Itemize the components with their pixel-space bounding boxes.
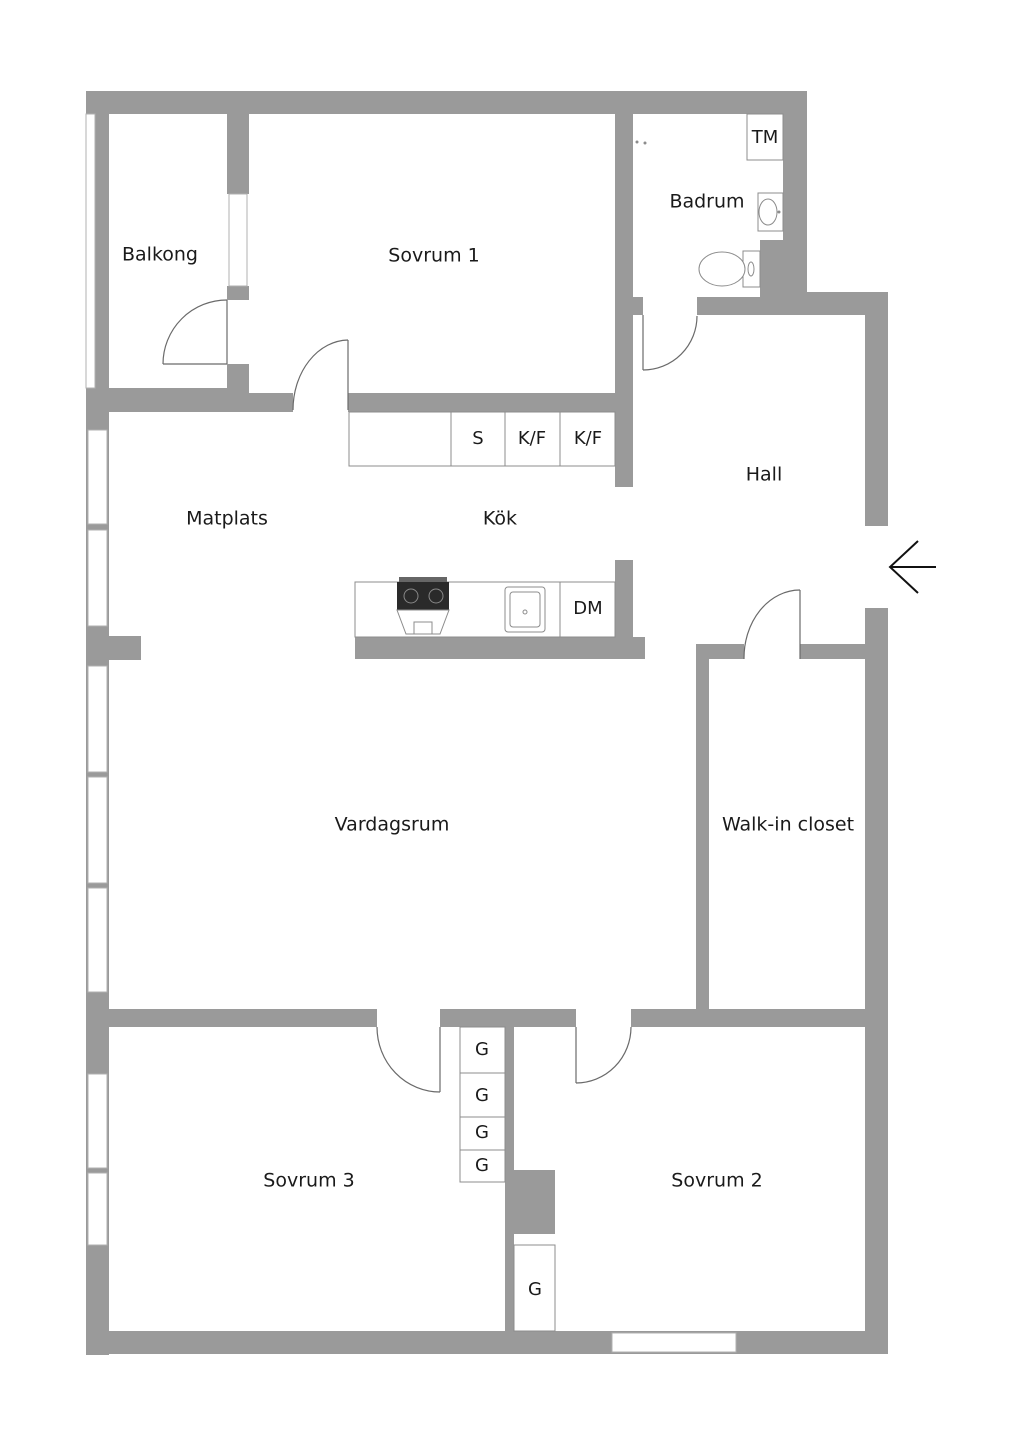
room-label-kok: Kök: [483, 508, 517, 530]
room-label-sovrum1: Sovrum 1: [388, 245, 479, 267]
fixture-kf-1: [504, 411, 561, 467]
fixture-dm-label: DM: [573, 598, 602, 619]
wall-bed-block: [505, 1170, 555, 1234]
door-walkin[interactable]: [743, 589, 801, 660]
window-sovrum1-balkong: [228, 193, 248, 287]
door-sovrum2[interactable]: [575, 1026, 632, 1084]
wall-bath-bottom-b: [697, 297, 807, 315]
kitchen-counter-top: [348, 411, 452, 467]
window-left-3: [87, 665, 108, 773]
room-label-vardagsrum: Vardagsrum: [335, 814, 450, 836]
fixture-tm-label: TM: [751, 127, 779, 148]
room-label-sovrum2: Sovrum 2: [671, 1170, 762, 1192]
wall-hall-top: [783, 292, 888, 315]
toilet-icon: [698, 250, 761, 288]
window-left-4: [87, 776, 108, 884]
walls: [86, 91, 888, 1355]
wall-right-upper: [865, 292, 888, 526]
window-left-7: [87, 1172, 108, 1246]
wall-island-right: [615, 560, 633, 659]
fixture-g-5-label: G: [528, 1279, 542, 1300]
wall-top: [86, 91, 807, 114]
fixtures: TM S K/F K/F: [348, 113, 784, 1332]
wall-walkin-left: [696, 644, 709, 1026]
door-sovrum3[interactable]: [376, 1026, 441, 1093]
shower-icon: [635, 140, 647, 145]
wall-bath-notch: [760, 240, 807, 298]
wall-balkong-right-mid: [227, 286, 249, 300]
door-sovrum1[interactable]: [292, 339, 349, 411]
wall-bed-top-a: [86, 1009, 377, 1027]
room-label-hall: Hall: [746, 464, 783, 486]
wall-bed-top-c: [631, 1009, 888, 1027]
wall-bed-top-b: [440, 1009, 576, 1027]
arrow-left-icon: [888, 540, 936, 594]
room-labels: Balkong Sovrum 1 Badrum Hall Matplats Kö…: [122, 191, 854, 1192]
fixture-g-2: [459, 1072, 506, 1118]
room-label-matplats: Matplats: [186, 508, 268, 530]
fixture-g-4: [459, 1149, 506, 1183]
fixture-kf-1-label: K/F: [518, 428, 546, 449]
fixture-kf-2: [559, 411, 616, 467]
wall-sovrum1-bottom-a: [227, 393, 293, 412]
windows: [85, 113, 737, 1353]
window-left-2: [87, 529, 108, 627]
wall-sovrum1-bottom-b: [348, 393, 615, 412]
wall-right-lower: [865, 608, 888, 1354]
window-balkong-rail: [85, 113, 96, 389]
window-bottom: [611, 1332, 737, 1353]
wall-island-bottom: [355, 637, 645, 659]
door-badrum[interactable]: [642, 315, 698, 371]
wall-left-pier: [86, 636, 141, 660]
fixture-dm: [559, 581, 616, 638]
stove-icon: [396, 577, 450, 635]
fixture-tm: [746, 113, 784, 161]
wall-balkong-right-top: [227, 114, 249, 194]
window-left-1: [87, 429, 108, 525]
wall-left-lower: [86, 994, 109, 1072]
wall-walkin-top-b: [800, 644, 888, 659]
fixture-g-3-label: G: [475, 1122, 489, 1143]
fixture-s-label: S: [472, 428, 483, 449]
wall-kitchen-stub-top: [615, 315, 633, 487]
kitchen-sink-icon: [504, 586, 546, 633]
room-label-balkong: Balkong: [122, 244, 198, 266]
fixture-g-4-label: G: [475, 1155, 489, 1176]
fixture-g-2-label: G: [475, 1085, 489, 1106]
fixture-g-5: [513, 1244, 556, 1332]
room-label-badrum: Badrum: [669, 191, 744, 213]
wall-bottom: [86, 1331, 888, 1354]
doors: [162, 299, 801, 1093]
window-left-6: [87, 1073, 108, 1169]
wall-bath-bottom: [633, 297, 643, 315]
wall-balkong-bottom: [86, 388, 227, 412]
room-label-walkin: Walk-in closet: [722, 814, 854, 836]
fixture-kf-2-label: K/F: [574, 428, 602, 449]
room-label-sovrum3: Sovrum 3: [263, 1170, 354, 1192]
fixture-g-1-label: G: [475, 1039, 489, 1060]
washbasin-icon: [757, 192, 784, 232]
door-balkong[interactable]: [162, 299, 228, 365]
window-left-5: [87, 887, 108, 993]
